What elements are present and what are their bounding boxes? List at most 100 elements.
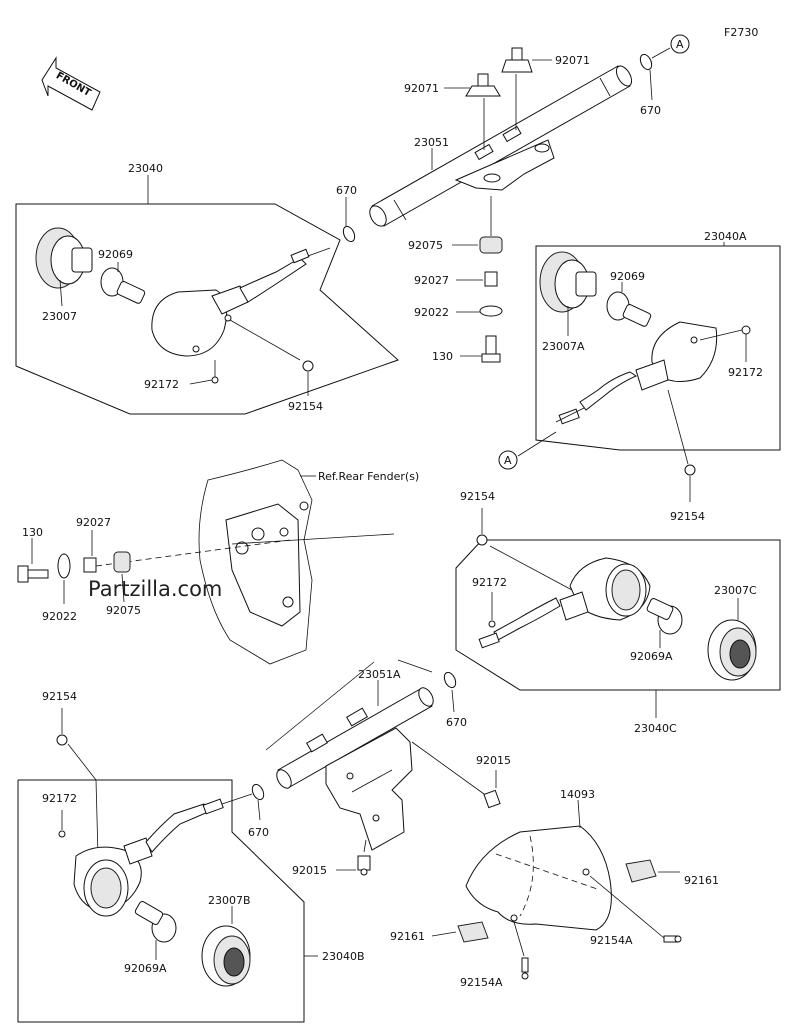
screw-92154A-b	[521, 957, 529, 980]
label-92154A-b: 92154A	[460, 976, 503, 989]
label-670-d: 670	[248, 826, 269, 839]
bolt-130-a	[481, 335, 501, 363]
label-92027-b: 92027	[76, 516, 111, 529]
screw-92172-b	[741, 325, 751, 362]
screw-92172-a	[211, 360, 219, 384]
group-frame-23040	[15, 203, 399, 415]
label-92154-b: 92154	[670, 510, 705, 523]
washer-92022-b	[57, 553, 71, 579]
front-arrow-icon: FRONT	[41, 56, 101, 111]
label-23051: 23051	[414, 136, 449, 149]
label-23007A: 23007A	[542, 340, 585, 353]
screw-92154A-a	[663, 935, 682, 943]
collar-92027-a	[484, 271, 498, 287]
bracket-bar-23051	[369, 65, 633, 227]
label-92015-a: 92015	[476, 754, 511, 767]
turn-signal-23040A-body	[558, 321, 718, 425]
label-92071-a: 92071	[404, 82, 439, 95]
label-92069-a: 92069	[98, 248, 133, 261]
ref-a-top: A	[676, 38, 684, 51]
label-92022-a: 92022	[414, 306, 449, 319]
label-92172-b: 92172	[728, 366, 763, 379]
label-23051A: 23051A	[358, 668, 401, 681]
o-ring-670-d	[251, 783, 265, 801]
label-92069A-b: 92069A	[124, 962, 167, 975]
damper-92015-a	[483, 789, 501, 809]
bulb-92069-b	[606, 282, 652, 327]
nut-92154-c	[476, 534, 488, 546]
ref-circle-a-top	[670, 34, 690, 54]
label-92075-a: 92075	[408, 239, 443, 252]
figure-code: F2730	[724, 26, 758, 39]
bolt-130-b	[17, 565, 49, 583]
label-23040A: 23040A	[704, 230, 747, 243]
label-23007C: 23007C	[714, 584, 757, 597]
watermark: Partzilla.com	[88, 577, 222, 601]
label-14093: 14093	[560, 788, 595, 801]
label-92154-a: 92154	[288, 400, 323, 413]
label-23040B: 23040B	[322, 950, 365, 963]
o-ring-670-c	[443, 671, 457, 689]
lens-housing-23007A	[539, 251, 597, 336]
label-670-c: 670	[446, 716, 467, 729]
label-23040: 23040	[128, 162, 163, 175]
nut-92154-b	[684, 464, 696, 476]
turn-signal-23040B-body	[73, 798, 224, 917]
group-frame-23040A	[535, 245, 781, 451]
screw-92172-d	[58, 810, 66, 838]
label-92154A-a: 92154A	[590, 934, 633, 947]
washer-92022-a	[479, 305, 503, 317]
rubber-92075-b	[113, 551, 131, 573]
label-92075-b: 92075	[106, 604, 141, 617]
label-92172-c: 92172	[472, 576, 507, 589]
label-92015-b: 92015	[292, 864, 327, 877]
label-92172-a: 92172	[144, 378, 179, 391]
rear-fender-ref	[198, 459, 313, 665]
collar-92027-b	[83, 557, 97, 573]
label-92161-a: 92161	[684, 874, 719, 887]
bulb-92069	[100, 262, 146, 304]
label-92027-a: 92027	[414, 274, 449, 287]
grommet-92071-b	[501, 47, 533, 73]
grommet-92071-a	[465, 73, 501, 97]
pad-92161-a	[625, 859, 657, 883]
bulb-92069A-b	[134, 901, 177, 943]
group-frame-23040B	[17, 779, 305, 1023]
label-92161-b: 92161	[390, 930, 425, 943]
bulb-92069A-a	[646, 598, 683, 635]
label-92172-d: 92172	[42, 792, 77, 805]
rubber-92075-a	[479, 236, 503, 254]
pad-92161-b	[457, 921, 489, 943]
turn-signal-23040C-body	[478, 557, 651, 649]
label-92071-b: 92071	[555, 54, 590, 67]
o-ring-670-a	[342, 225, 356, 243]
ref-circle-a-mid	[498, 450, 518, 470]
label-92154-c: 92154	[460, 490, 495, 503]
label-670-b: 670	[640, 104, 661, 117]
nut-92154-d	[56, 734, 68, 746]
ref-label-rear-fender: Ref.Rear Fender(s)	[318, 470, 419, 483]
label-23040C: 23040C	[634, 722, 677, 735]
label-130-b: 130	[22, 526, 43, 539]
label-92069-b: 92069	[610, 270, 645, 283]
turn-signal-23040-body	[151, 248, 310, 357]
lens-housing-23007B	[201, 925, 251, 987]
screw-92172-c	[488, 592, 496, 628]
group-frame-23040C	[455, 539, 781, 691]
label-92022-b: 92022	[42, 610, 77, 623]
ref-a-mid: A	[504, 454, 512, 467]
bracket-bar-23051A	[276, 687, 434, 851]
o-ring-670-b	[639, 53, 653, 71]
label-23007B: 23007B	[208, 894, 251, 907]
label-130-a: 130	[432, 350, 453, 363]
damper-92015-b	[357, 855, 371, 876]
label-23007: 23007	[42, 310, 77, 323]
label-92154-d: 92154	[42, 690, 77, 703]
cover-14093	[465, 825, 612, 931]
label-670-a: 670	[336, 184, 357, 197]
lens-housing-23007C	[707, 619, 757, 681]
nut-92154-a	[302, 360, 314, 372]
label-92069A-a: 92069A	[630, 650, 673, 663]
lens-housing-23007	[35, 227, 93, 307]
